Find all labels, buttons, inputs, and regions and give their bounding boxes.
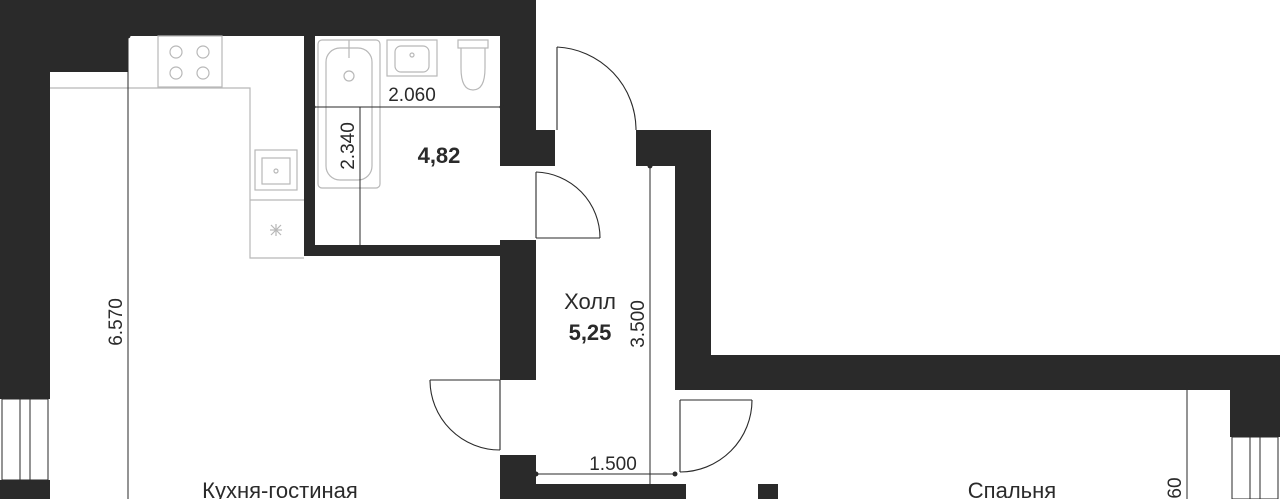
kitchen-counter xyxy=(50,87,304,259)
wall-bedroom-right xyxy=(1230,355,1280,437)
washbasin-icon xyxy=(386,39,438,77)
wall-top-left-jog xyxy=(50,36,128,72)
dim-bedroom-partial: 60 xyxy=(1165,477,1186,498)
windows xyxy=(1,398,1279,499)
wall-bath-right-notch xyxy=(500,130,555,166)
hall-name: Холл xyxy=(564,289,616,314)
entrance-door xyxy=(556,46,637,131)
bedroom-door xyxy=(679,399,753,473)
fan-icon xyxy=(270,224,282,236)
wall-top-left xyxy=(0,0,536,36)
bedroom-name: Спальня xyxy=(968,478,1056,499)
bathroom-door xyxy=(535,171,601,239)
window-right xyxy=(1231,436,1279,499)
wall-stub-post xyxy=(758,484,778,499)
hall-area: 5,25 xyxy=(569,320,612,345)
wall-left-upper xyxy=(0,36,50,399)
bathtub-icon xyxy=(317,39,381,189)
toilet-icon xyxy=(457,39,489,91)
window-left xyxy=(1,398,49,481)
dim-hall-width: 1.500 xyxy=(589,454,637,475)
wall-bath-bottom xyxy=(304,245,500,256)
wall-bedroom-top xyxy=(675,355,1280,390)
dim-bath-width: 2.060 xyxy=(388,85,436,106)
wall-hall-left xyxy=(500,240,536,380)
kitchen-sink-icon xyxy=(254,149,298,191)
dim-kitchen-length: 6.570 xyxy=(106,298,127,346)
dim-hall-length: 3.500 xyxy=(628,300,649,348)
dim-bath-depth: 2.340 xyxy=(338,122,359,170)
kitchen-living-name: Кухня-гостиная xyxy=(202,478,358,499)
bathroom-area: 4,82 xyxy=(418,143,461,168)
stove-icon xyxy=(157,35,223,88)
wall-bath-right-upper xyxy=(500,36,536,130)
dimension-lines xyxy=(125,33,1190,499)
wall-hall-right xyxy=(675,130,711,390)
doors xyxy=(429,46,753,473)
wall-hall-left-lower xyxy=(500,455,536,499)
wall-bath-left xyxy=(304,36,315,255)
wall-hall-bottom xyxy=(536,484,686,499)
wall-left-lower xyxy=(0,480,50,499)
kitchen-door xyxy=(429,379,501,451)
